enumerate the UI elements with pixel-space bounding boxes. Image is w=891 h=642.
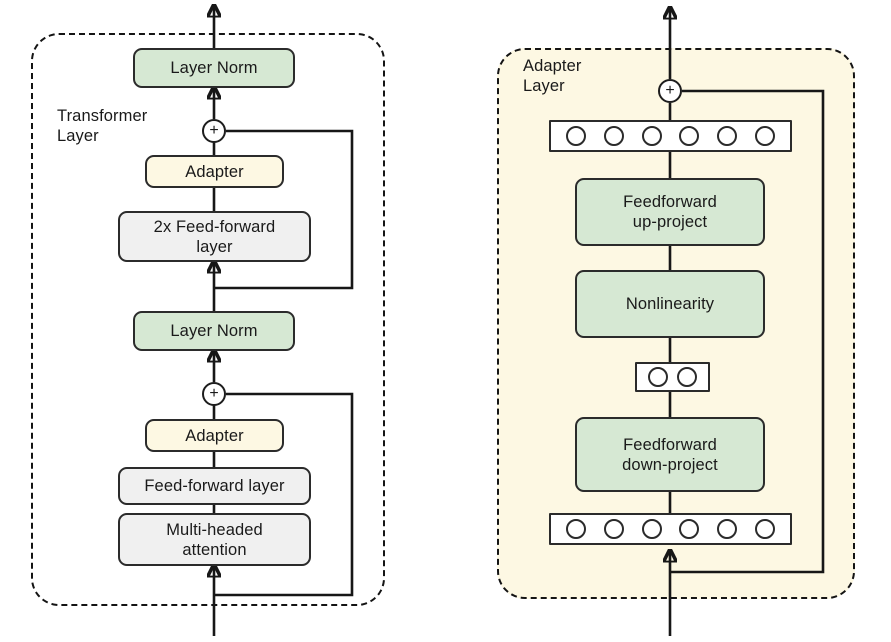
unit-circle	[603, 126, 624, 146]
unit-circle	[565, 519, 586, 539]
block-label: Layer Norm	[170, 322, 258, 340]
transformer-layer-caption: Transformer Layer	[57, 107, 148, 145]
block-feed-forward-2x[interactable]: 2x Feed-forward layer	[118, 211, 311, 262]
plus-icon: +	[209, 122, 219, 139]
add-node-bottom[interactable]: +	[202, 382, 226, 406]
block-label: Adapter	[185, 162, 244, 181]
block-label: Feedforward down-project	[622, 435, 718, 474]
block-label: Multi-headed attention	[166, 520, 263, 559]
unit-circle	[679, 519, 700, 539]
block-label: Nonlinearity	[625, 295, 715, 313]
unit-circle	[641, 519, 662, 539]
unit-circle	[677, 367, 698, 387]
block-label: Layer Norm	[170, 59, 258, 77]
block-label: Adapter	[185, 426, 244, 445]
block-feedforward-down-project[interactable]: Feedforward down-project	[575, 417, 765, 492]
plus-icon: +	[665, 82, 675, 99]
unit-circle	[717, 126, 738, 146]
unit-circle	[755, 126, 776, 146]
add-node-adapter[interactable]: +	[658, 79, 682, 103]
transformer-layer-container	[31, 33, 385, 606]
unit-circle	[717, 519, 738, 539]
block-nonlinearity[interactable]: Nonlinearity	[575, 270, 765, 338]
adapter-layer-caption: Adapter Layer	[523, 57, 582, 95]
unit-circle	[755, 519, 776, 539]
block-adapter-bottom[interactable]: Adapter	[145, 419, 284, 452]
block-label: Feed-forward layer	[144, 477, 285, 495]
output-vector-row[interactable]	[549, 120, 792, 152]
unit-circle	[647, 367, 668, 387]
input-vector-row[interactable]	[549, 513, 792, 545]
block-label: Feedforward up-project	[623, 193, 717, 231]
block-feedforward-up-project[interactable]: Feedforward up-project	[575, 178, 765, 246]
unit-circle	[679, 126, 700, 146]
block-multi-headed-attention[interactable]: Multi-headed attention	[118, 513, 311, 566]
block-layer-norm-top[interactable]: Layer Norm	[133, 48, 295, 88]
add-node-top[interactable]: +	[202, 119, 226, 143]
unit-circle	[641, 126, 662, 146]
plus-icon: +	[209, 385, 219, 402]
block-feed-forward-layer[interactable]: Feed-forward layer	[118, 467, 311, 505]
block-label: 2x Feed-forward layer	[153, 217, 276, 256]
block-layer-norm-bottom[interactable]: Layer Norm	[133, 311, 295, 351]
unit-circle	[603, 519, 624, 539]
bottleneck-vector-row[interactable]	[635, 362, 710, 392]
unit-circle	[565, 126, 586, 146]
block-adapter-top[interactable]: Adapter	[145, 155, 284, 188]
